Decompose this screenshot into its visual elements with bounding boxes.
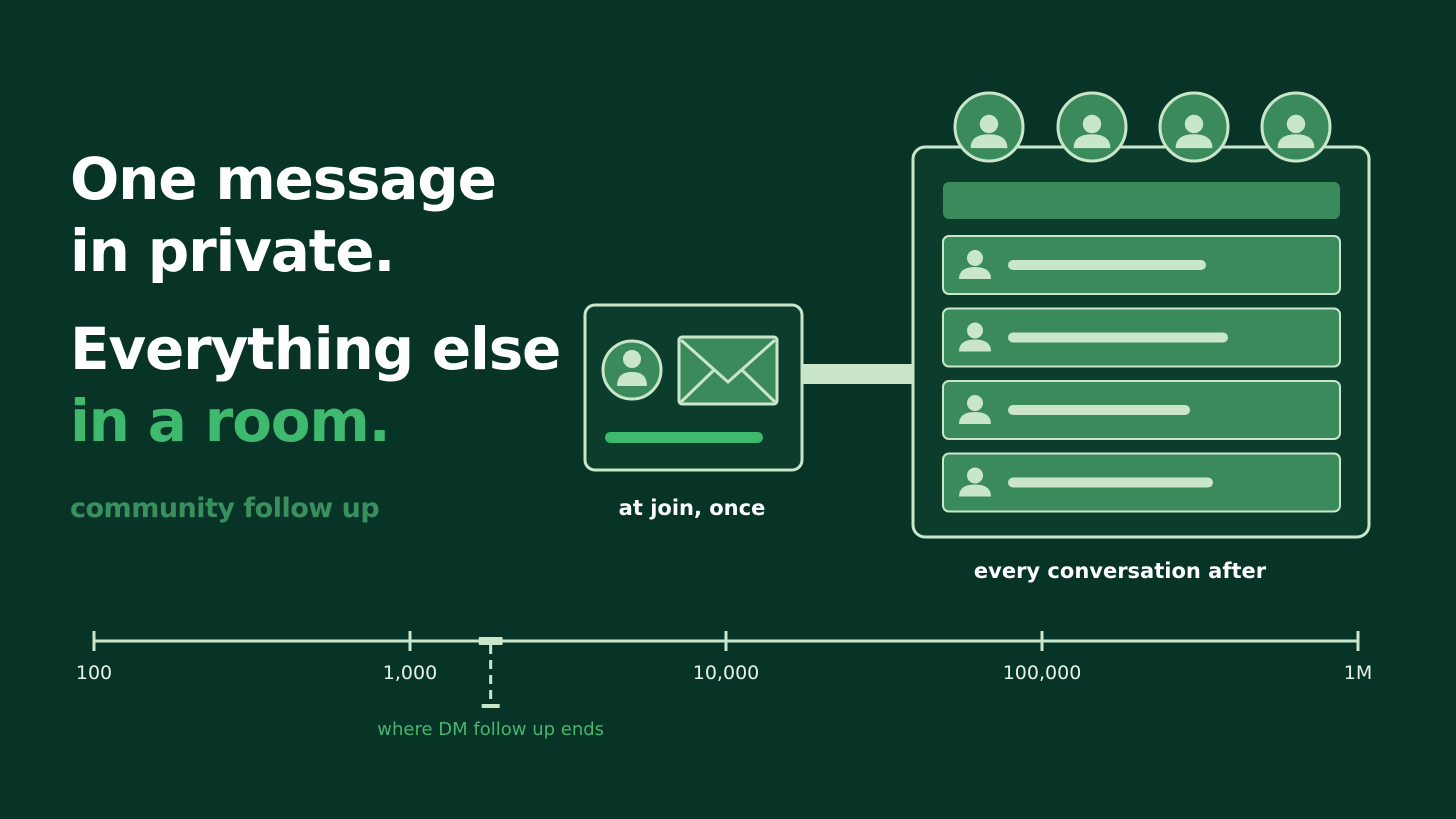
tick-label: 100: [75, 662, 113, 684]
log-scale-axis: [92, 631, 1360, 708]
message-line: [1008, 477, 1213, 488]
dm-text-line: [605, 432, 763, 443]
connector-bar: [802, 364, 916, 384]
headline-line-3: Everything else: [70, 315, 561, 383]
headline-line-1: One message: [70, 145, 497, 213]
message-row: [942, 307, 1341, 368]
tick-label: 100,000: [1002, 662, 1082, 684]
room-caption: every conversation after: [973, 559, 1267, 583]
member-avatar-icon: [1158, 91, 1230, 163]
headline-room: Everything else in a room.: [70, 313, 561, 457]
headline-line-2: in private.: [70, 217, 395, 285]
dm-card: [583, 303, 804, 472]
message-row: [942, 380, 1341, 440]
user-icon: [959, 322, 991, 352]
message-line: [1008, 332, 1228, 343]
envelope-icon: [677, 335, 779, 406]
message-line: [1008, 405, 1190, 415]
member-avatar-icon: [1056, 91, 1128, 163]
message-line: [1008, 260, 1206, 270]
dm-card-caption: at join, once: [618, 496, 766, 520]
message-row: [942, 452, 1341, 513]
member-avatar-icon: [953, 91, 1025, 163]
tick-label: 1,000: [382, 662, 438, 684]
headline-line-4-accent: in a room.: [70, 387, 391, 455]
marker-label: where DM follow up ends: [377, 719, 605, 740]
room-header-bar: [943, 182, 1340, 219]
room-panel: [911, 145, 1371, 539]
subtitle: community follow up: [70, 493, 380, 524]
user-avatar-icon: [601, 339, 663, 401]
tick-label: 10,000: [692, 662, 760, 684]
user-icon: [959, 395, 991, 424]
headline-private: One message in private.: [70, 143, 497, 287]
dm-limit-marker: [478, 637, 503, 708]
user-icon: [959, 467, 991, 497]
message-row: [942, 235, 1341, 295]
user-icon: [959, 250, 991, 279]
member-avatar-icon: [1260, 91, 1332, 163]
tick-label: 1M: [1343, 662, 1373, 684]
